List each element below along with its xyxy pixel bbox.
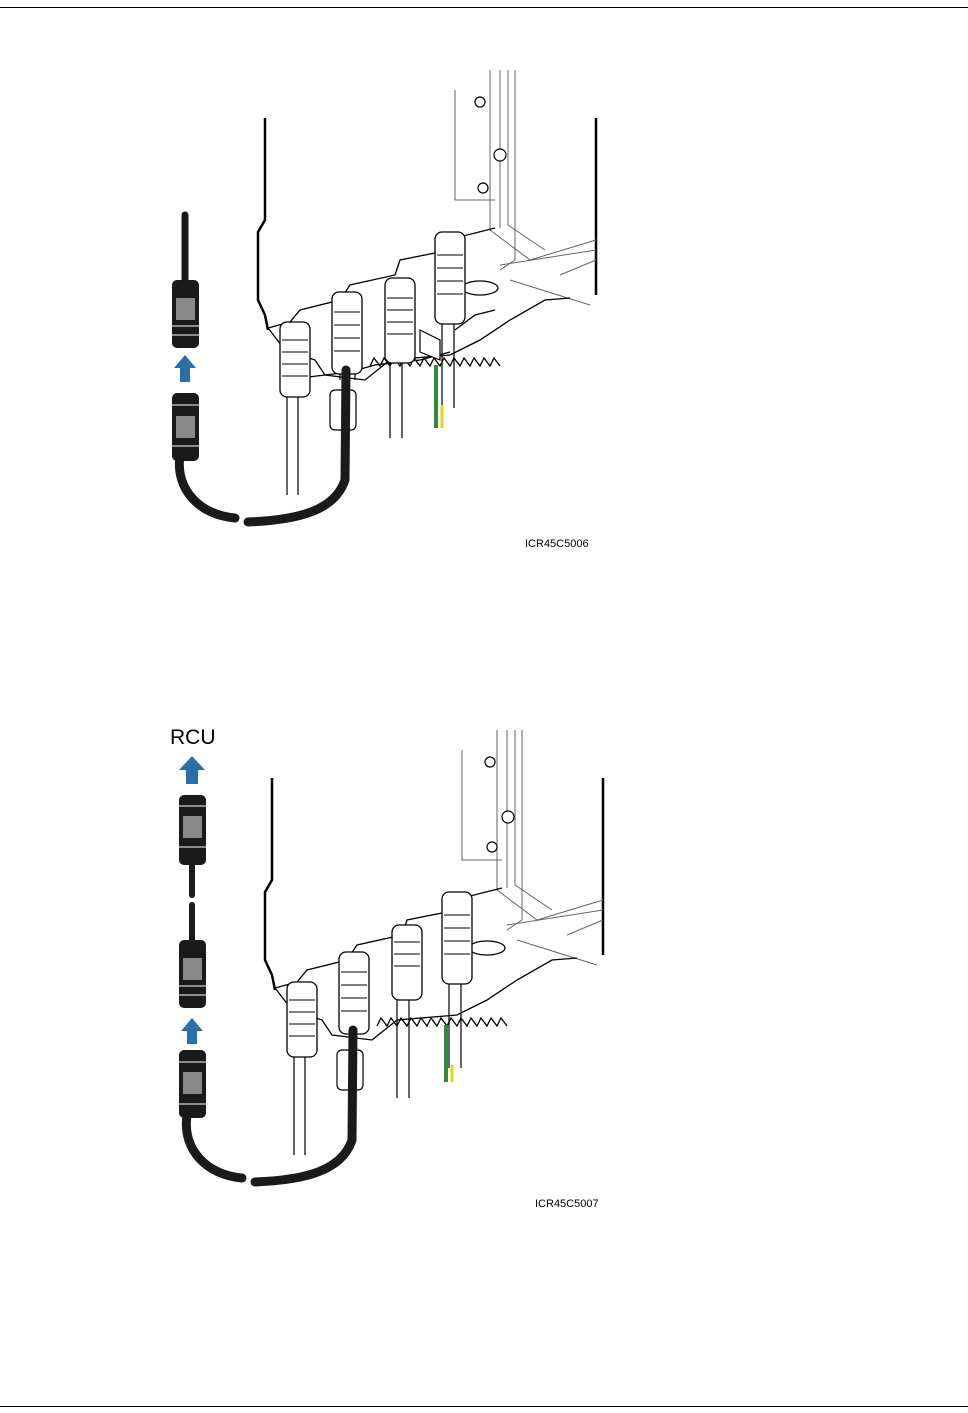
rcu-label: RCU [170, 726, 216, 750]
screw-icon [487, 842, 497, 852]
connector-1 [280, 322, 310, 397]
connector-4 [442, 892, 472, 984]
rcu-cable-lower-connector [179, 1050, 206, 1118]
unit-body-outline [265, 778, 603, 990]
connector-4 [435, 232, 465, 324]
arrow-up-icon [181, 1018, 203, 1044]
rcu-cable-lower-connector [172, 393, 199, 461]
figure-id-label: ICR45C5006 [525, 538, 589, 550]
back-panel [462, 730, 603, 965]
figure-2-rcu-cable-connection: RCU ICR45C5007 [150, 720, 620, 1220]
screw-icon [475, 97, 485, 107]
figure-1-rcu-cable-connection: ICR45C5006 [150, 60, 620, 560]
footer-rule [0, 1406, 968, 1407]
connector-2 [339, 952, 369, 1034]
screw-icon [502, 811, 514, 823]
screw-icon [485, 757, 495, 767]
screw-icons [485, 757, 514, 852]
connector-1 [287, 982, 317, 1057]
screw-icon [478, 183, 488, 193]
figure-2-illustration [150, 720, 620, 1220]
white-cables [294, 984, 461, 1155]
arrow-up-icon [179, 756, 205, 784]
rcu-cable-upper-connector [179, 940, 206, 1008]
screw-icon [494, 149, 506, 161]
bottom-tray [268, 228, 570, 380]
rcu-cable-upper-connector [172, 280, 199, 348]
rcu-cable-top-connector [179, 795, 206, 865]
connector-2 [332, 292, 362, 374]
unit-body-outline [258, 118, 596, 330]
figure-1-illustration [150, 60, 620, 560]
figure-id-label: ICR45C5007 [535, 1198, 599, 1210]
rcu-cable [186, 865, 353, 1182]
header-rule [0, 7, 968, 8]
bottom-tray [275, 888, 577, 1040]
arrow-up-icon [174, 355, 196, 382]
connector-3 [385, 278, 415, 363]
connector-3 [392, 925, 422, 1000]
